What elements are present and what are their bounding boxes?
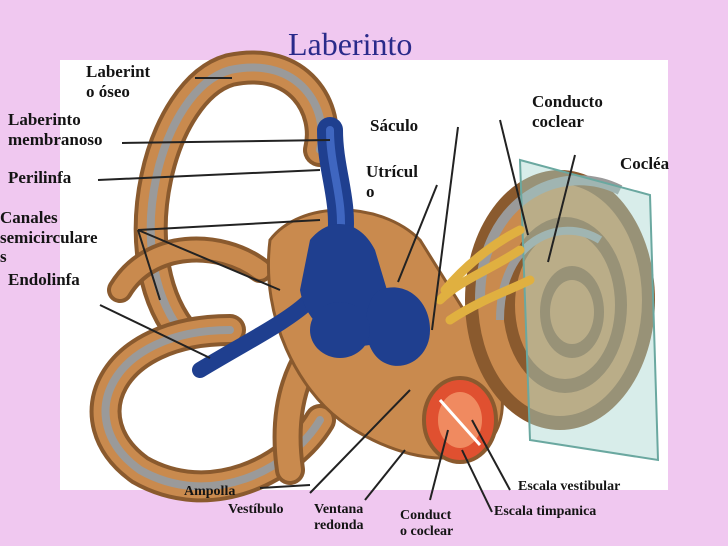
label-utriculo: Utrícul o [366,162,418,201]
label-line: Laberinto [8,110,81,129]
label-ampolla: Ampolla [184,484,236,499]
round-window-section [422,376,498,464]
label-vestibulo: Vestíbulo [228,502,284,517]
label-perilinfa: Perilinfa [8,168,72,187]
label-ventana-redonda: Ventana redonda [314,502,364,534]
label-line: Utrícul [366,162,418,181]
label-line: coclear [532,111,584,131]
label-line: o [366,181,375,201]
saccule-shape [365,287,430,366]
label-conducto-coclear-bottom: Conduct o coclear [400,508,453,540]
label-canales-semicirculares: Canales semicirculare s [0,208,98,267]
ampulla-shape [310,302,370,358]
label-line: o coclear [400,524,454,540]
glass-section-plane [518,158,660,462]
diagram-title: Laberinto [288,26,413,62]
label-conducto-coclear-top: Conducto coclear [532,92,603,131]
label-line: Canales [0,208,58,227]
label-line: o óseo [86,81,130,101]
label-line: semicirculare [0,227,98,247]
label-line: membranoso [8,129,103,149]
label-endolinfa: Endolinfa [8,270,80,289]
label-escala-vestibular: Escala vestibular [518,479,621,494]
label-saculo: Sáculo [370,116,419,135]
label-line: Laberint [86,62,151,81]
vestibulocochlear-nerve [435,225,535,325]
label-laberinto-oseo: Laberint o óseo [86,62,150,101]
label-laberinto-membranoso: Laberinto membranoso [8,110,102,149]
label-line: s [0,247,7,267]
label-coclea: Cocléa [620,154,670,173]
label-line: Conduct [400,508,452,523]
label-escala-timpanica: Escala timpanica [494,504,597,519]
cochlea-shape [465,170,655,430]
label-line: Ventana [314,502,364,517]
leader-lines [97,77,576,513]
label-line: Conducto [532,92,603,111]
label-line: redonda [314,518,364,534]
